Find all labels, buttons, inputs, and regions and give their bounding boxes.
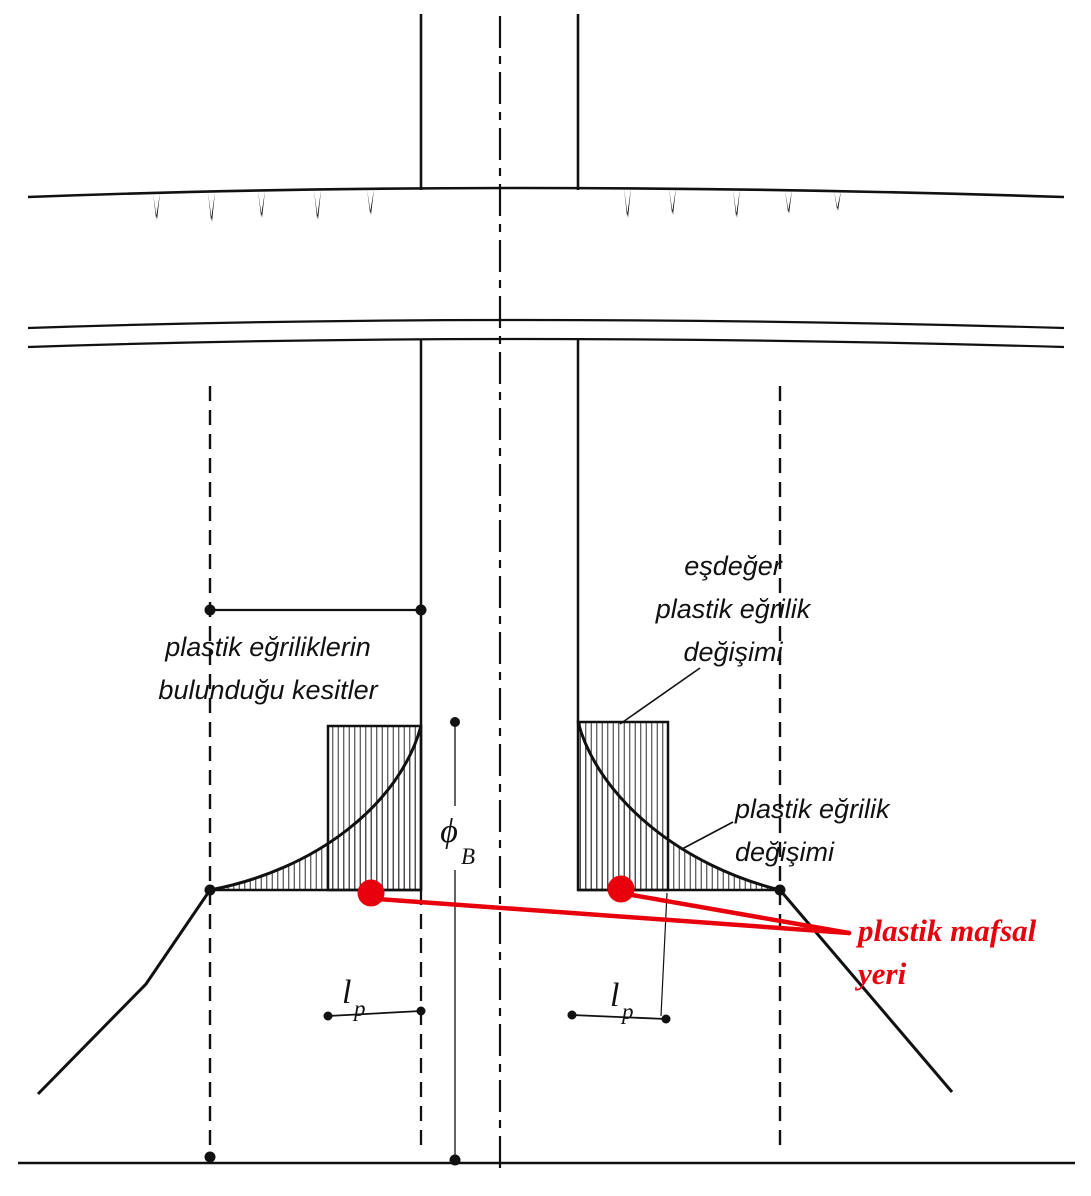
left-curvature-curve	[209, 725, 423, 892]
crack-mark	[733, 189, 740, 218]
crack-mark	[785, 190, 792, 214]
crack-marks	[153, 188, 841, 222]
ground-node-left	[204, 1151, 216, 1163]
hinge-label-line1: plastik mafsal	[855, 913, 1037, 948]
curvature-label-line2: değişimi	[735, 837, 835, 867]
left-lower-curve	[36, 889, 212, 1096]
crack-mark	[367, 189, 374, 215]
dimension-node	[323, 1011, 333, 1021]
hinge-leader-left	[375, 896, 852, 936]
phi-line-bottom-node	[449, 1154, 461, 1166]
equivalent-label-line3: değişimi	[683, 637, 783, 667]
beam-top-edge	[27, 186, 1065, 199]
equivalent-label-line2: plastik eğrilik	[655, 594, 812, 624]
lp-dimension-right	[571, 1014, 667, 1020]
phi-line-top-node	[450, 717, 460, 727]
lp-symbol-right: l	[610, 977, 619, 1014]
equivalent-label-line1: eşdeğer	[684, 551, 783, 581]
right-curvature-curve	[576, 721, 781, 892]
ground-line-group	[18, 1151, 1075, 1166]
beam-bottom-edge-1	[27, 318, 1065, 330]
crack-mark	[153, 193, 160, 220]
phi-label-mask	[432, 806, 474, 870]
crack-mark	[208, 192, 215, 222]
hinge-leader-right	[629, 892, 852, 936]
curvature-label-line1: plastik eğrilik	[734, 794, 891, 824]
dimension-node	[415, 604, 427, 616]
lp-symbol-left: l	[342, 974, 351, 1011]
phi-subscript: B	[461, 844, 475, 869]
left-equivalent-block	[326, 724, 423, 892]
dimension-node	[661, 1014, 671, 1024]
lower-moment-curves	[36, 889, 954, 1096]
crack-mark	[258, 191, 265, 218]
lp-extension-line-right	[660, 892, 668, 1017]
right-lower-curve	[778, 889, 954, 1093]
upper-structure	[27, 14, 1065, 349]
curvature-label-leader	[681, 821, 734, 850]
labels: plastik eğriliklerin bulunduğu kesitler …	[158, 551, 891, 1024]
plastic-hinge-dot-left	[357, 879, 385, 907]
reference-lines	[208, 340, 782, 1160]
lp-dimension-left	[327, 1010, 422, 1017]
lp-subscript-right: p	[620, 999, 634, 1024]
dimension-node	[567, 1010, 577, 1020]
lp-subscript-left: p	[352, 996, 366, 1021]
dimension-node	[416, 1006, 426, 1016]
plastic-hinge-dot-right	[607, 875, 635, 903]
dimension-node	[204, 604, 216, 616]
crack-mark	[834, 191, 841, 211]
crack-mark	[314, 190, 321, 220]
right-equivalent-block	[576, 720, 670, 892]
equivalent-label-leader	[619, 667, 701, 725]
crack-mark	[669, 188, 676, 215]
beam-bottom-edge-2	[27, 337, 1065, 349]
dimensions	[204, 604, 671, 1024]
phi-symbol: ϕ	[440, 813, 458, 850]
crack-mark	[624, 188, 631, 218]
sections-label-line1: plastik eğriliklerin	[164, 632, 371, 662]
plastic-hinge-markers: plastik mafsal yeri	[357, 875, 1037, 991]
sections-label-line2: bulunduğu kesitler	[158, 675, 378, 705]
curvature-regions	[204, 720, 786, 896]
hinge-label-line2: yeri	[854, 956, 907, 991]
